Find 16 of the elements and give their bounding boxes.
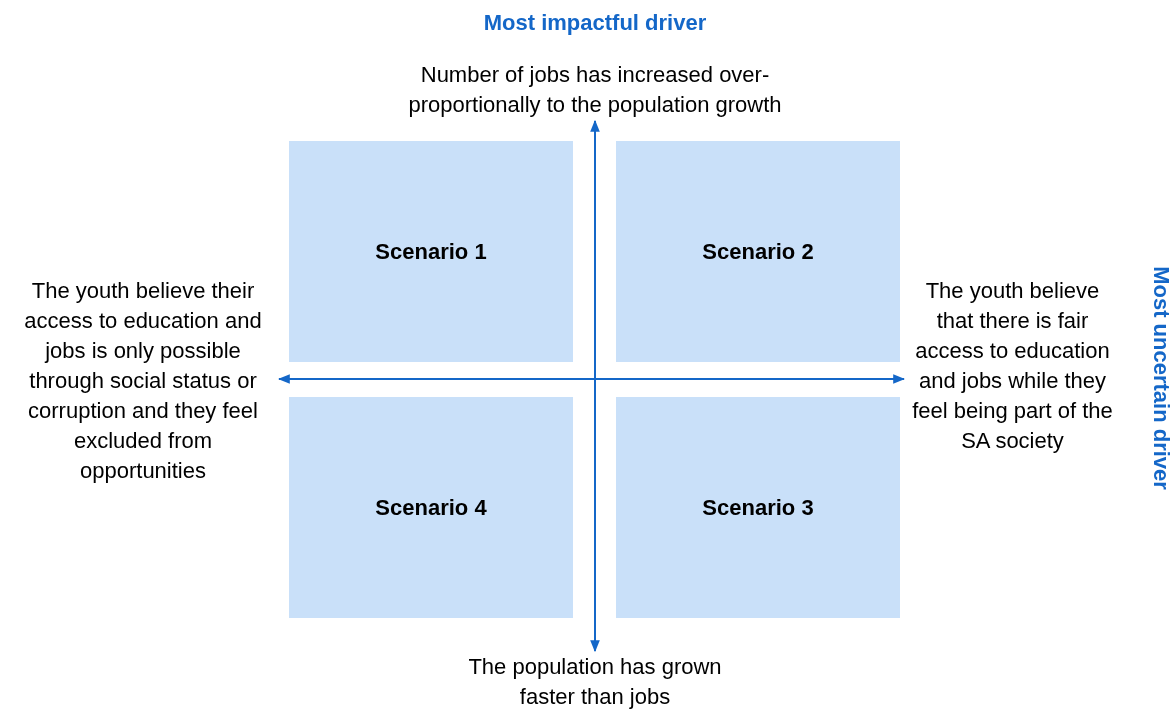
axis-end-label: The youth believe their access to education and jobs is only possible through social status or corruption and they feel excluded from opportunities <box>8 276 278 486</box>
double-headed-arrow <box>590 119 600 653</box>
axis-heading: Most uncertain driver <box>1148 265 1174 492</box>
scenario-label: Scenario 2 <box>702 238 814 265</box>
axis-end-label: The population has grown faster than jobs <box>440 652 750 712</box>
scenario-label: Scenario 3 <box>702 494 814 521</box>
scenario-label: Scenario 1 <box>375 238 487 265</box>
axis-end-label: The youth believe that there is fair access to education and jobs while they feel being part of the SA society <box>905 276 1120 456</box>
scenario-box <box>289 397 573 618</box>
scenario-box <box>289 141 573 362</box>
axis-end-label: Number of jobs has increased over-proportionally to the population growth <box>375 60 815 120</box>
scenario-label: Scenario 4 <box>375 494 487 521</box>
scenario-box <box>616 141 900 362</box>
double-headed-arrow <box>277 374 906 384</box>
axis-heading: Most impactful driver <box>482 10 708 36</box>
scenario-box <box>616 397 900 618</box>
